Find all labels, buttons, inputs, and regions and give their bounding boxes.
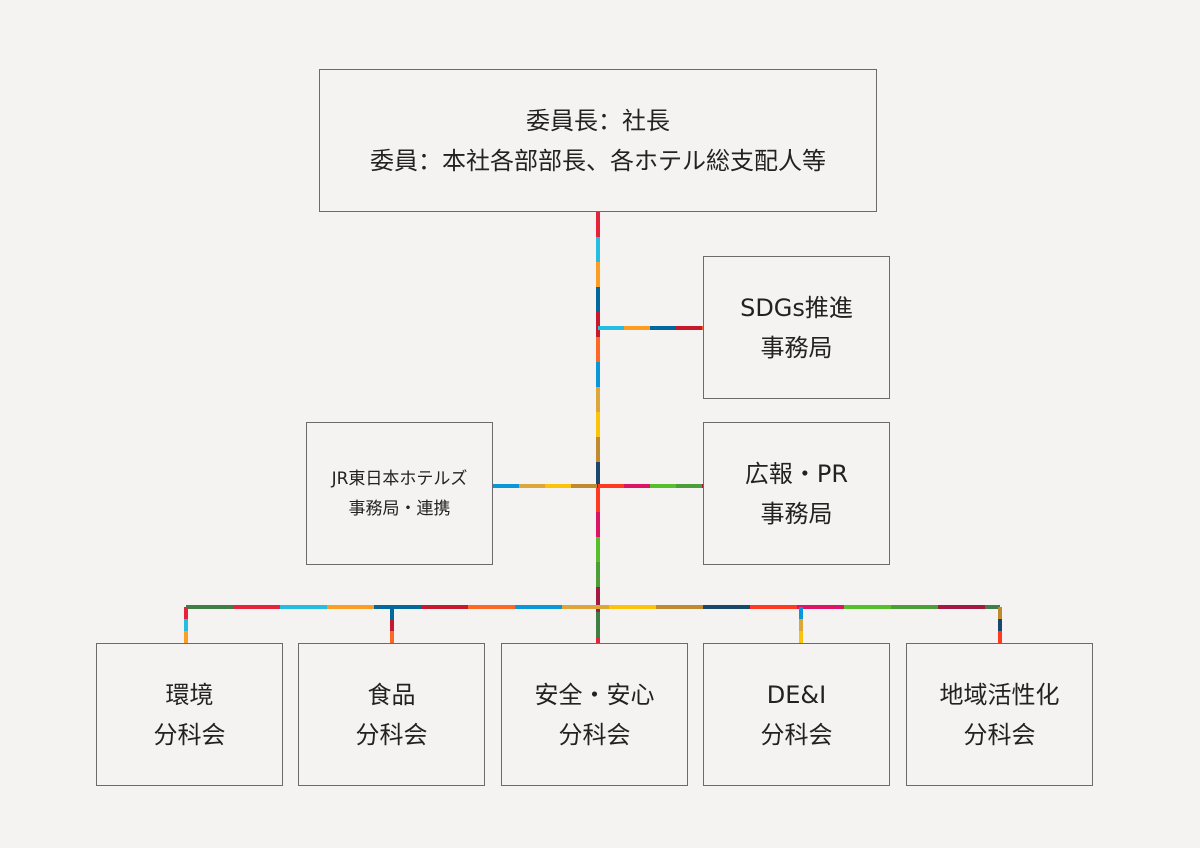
committee-box: 委員長：社長 委員：本社各部部長、各ホテル総支配人等	[319, 69, 877, 212]
subcommittee-subtitle: 分科会	[963, 720, 1036, 749]
pr-office-box: 広報・PR 事務局	[703, 422, 890, 565]
committee-chair-label: 委員長：社長	[526, 106, 670, 135]
subcommittee-food: 食品 分科会	[298, 643, 485, 786]
subcommittee-regional: 地域活性化 分科会	[906, 643, 1093, 786]
subcommittee-title: 安全・安心	[534, 680, 655, 709]
subcommittee-subtitle: 分科会	[355, 720, 428, 749]
committee-members-label: 委員：本社各部部長、各ホテル総支配人等	[370, 146, 826, 175]
jr-office-subtitle: 事務局・連携	[348, 498, 451, 519]
sdgs-office-title: SDGs推進	[740, 293, 853, 322]
subcommittee-safety: 安全・安心 分科会	[501, 643, 688, 786]
sdgs-office-box: SDGs推進 事務局	[703, 256, 890, 399]
subcommittee-title: DE&I	[766, 680, 827, 709]
subcommittee-subtitle: 分科会	[760, 720, 833, 749]
subcommittee-title: 地域活性化	[939, 680, 1060, 709]
subcommittee-title: 食品	[367, 680, 416, 709]
subcommittee-subtitle: 分科会	[558, 720, 631, 749]
pr-office-subtitle: 事務局	[760, 499, 833, 528]
jr-office-box: JR東日本ホテルズ 事務局・連携	[306, 422, 493, 565]
sdgs-office-subtitle: 事務局	[760, 333, 833, 362]
subcommittee-title: 環境	[165, 680, 214, 709]
subcommittee-dei: DE&I 分科会	[703, 643, 890, 786]
subcommittee-subtitle: 分科会	[153, 720, 226, 749]
subcommittee-environment: 環境 分科会	[96, 643, 283, 786]
pr-office-title: 広報・PR	[744, 459, 849, 488]
jr-office-title: JR東日本ホテルズ	[331, 468, 468, 489]
